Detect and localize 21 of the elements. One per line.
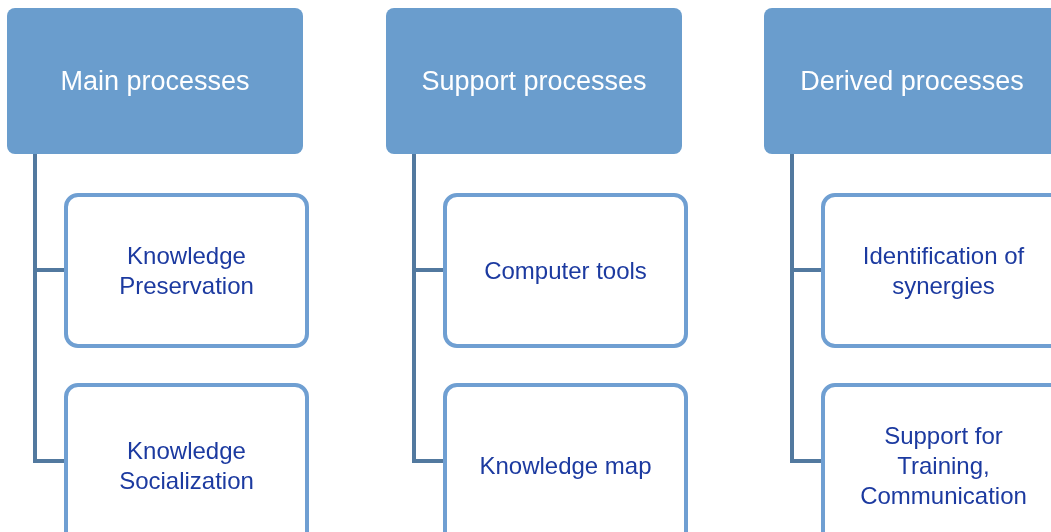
process-text: Support for Training, Communication — [859, 420, 1028, 511]
header-box — [764, 8, 1051, 154]
connector-line — [33, 154, 64, 463]
header-box — [7, 8, 303, 154]
process-box — [821, 383, 1051, 532]
process-box — [443, 193, 688, 348]
header-text: Support processes — [421, 65, 647, 97]
process-box — [64, 193, 309, 348]
header-box — [386, 8, 682, 154]
process-text: Knowledge map — [479, 450, 652, 481]
header-text: Derived processes — [800, 65, 1024, 97]
process-text: Identification of synergies — [861, 240, 1026, 301]
process-box — [443, 383, 688, 532]
process-text: Knowledge Preservation — [118, 240, 255, 301]
process-box — [64, 383, 309, 532]
process-text: Computer tools — [484, 255, 647, 286]
header-text: Main processes — [60, 65, 250, 97]
process-box — [821, 193, 1051, 348]
process-text: Knowledge Socialization — [118, 435, 255, 496]
connector-line — [790, 154, 821, 463]
connector-line — [412, 154, 443, 463]
